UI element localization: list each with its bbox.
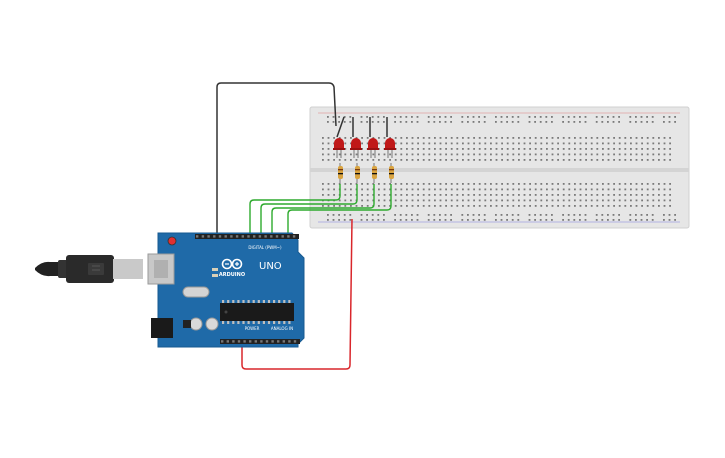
arduino-logo-text: ARDUINO: [219, 272, 245, 278]
digital-pins-label: DIGITAL (PWM~): [248, 245, 282, 250]
power-pins-label: POWER: [245, 326, 260, 331]
crystal-oscillator: [183, 287, 209, 297]
reset-button[interactable]: [168, 237, 176, 245]
digital-pin-header[interactable]: [195, 234, 299, 239]
microcontroller-chip: [220, 303, 294, 321]
rx-led: [212, 274, 218, 277]
arduino-uno-board[interactable]: ARDUINO UNO DIGITAL (PWM~) POWER ANALOG …: [148, 233, 304, 347]
capacitor-1: [190, 318, 202, 330]
usb-cable-tail: [35, 262, 60, 276]
breadboard-center-channel: [310, 168, 689, 172]
power-jack[interactable]: [151, 318, 173, 338]
board-model-label: UNO: [259, 261, 282, 272]
power-analog-pin-header[interactable]: [220, 339, 300, 344]
analog-pins-label: ANALOG IN: [271, 326, 293, 331]
tx-led: [212, 268, 218, 271]
voltage-regulator: [183, 320, 191, 328]
capacitor-2: [206, 318, 218, 330]
usb-plug: [113, 259, 143, 279]
usb-cable[interactable]: [35, 255, 143, 283]
